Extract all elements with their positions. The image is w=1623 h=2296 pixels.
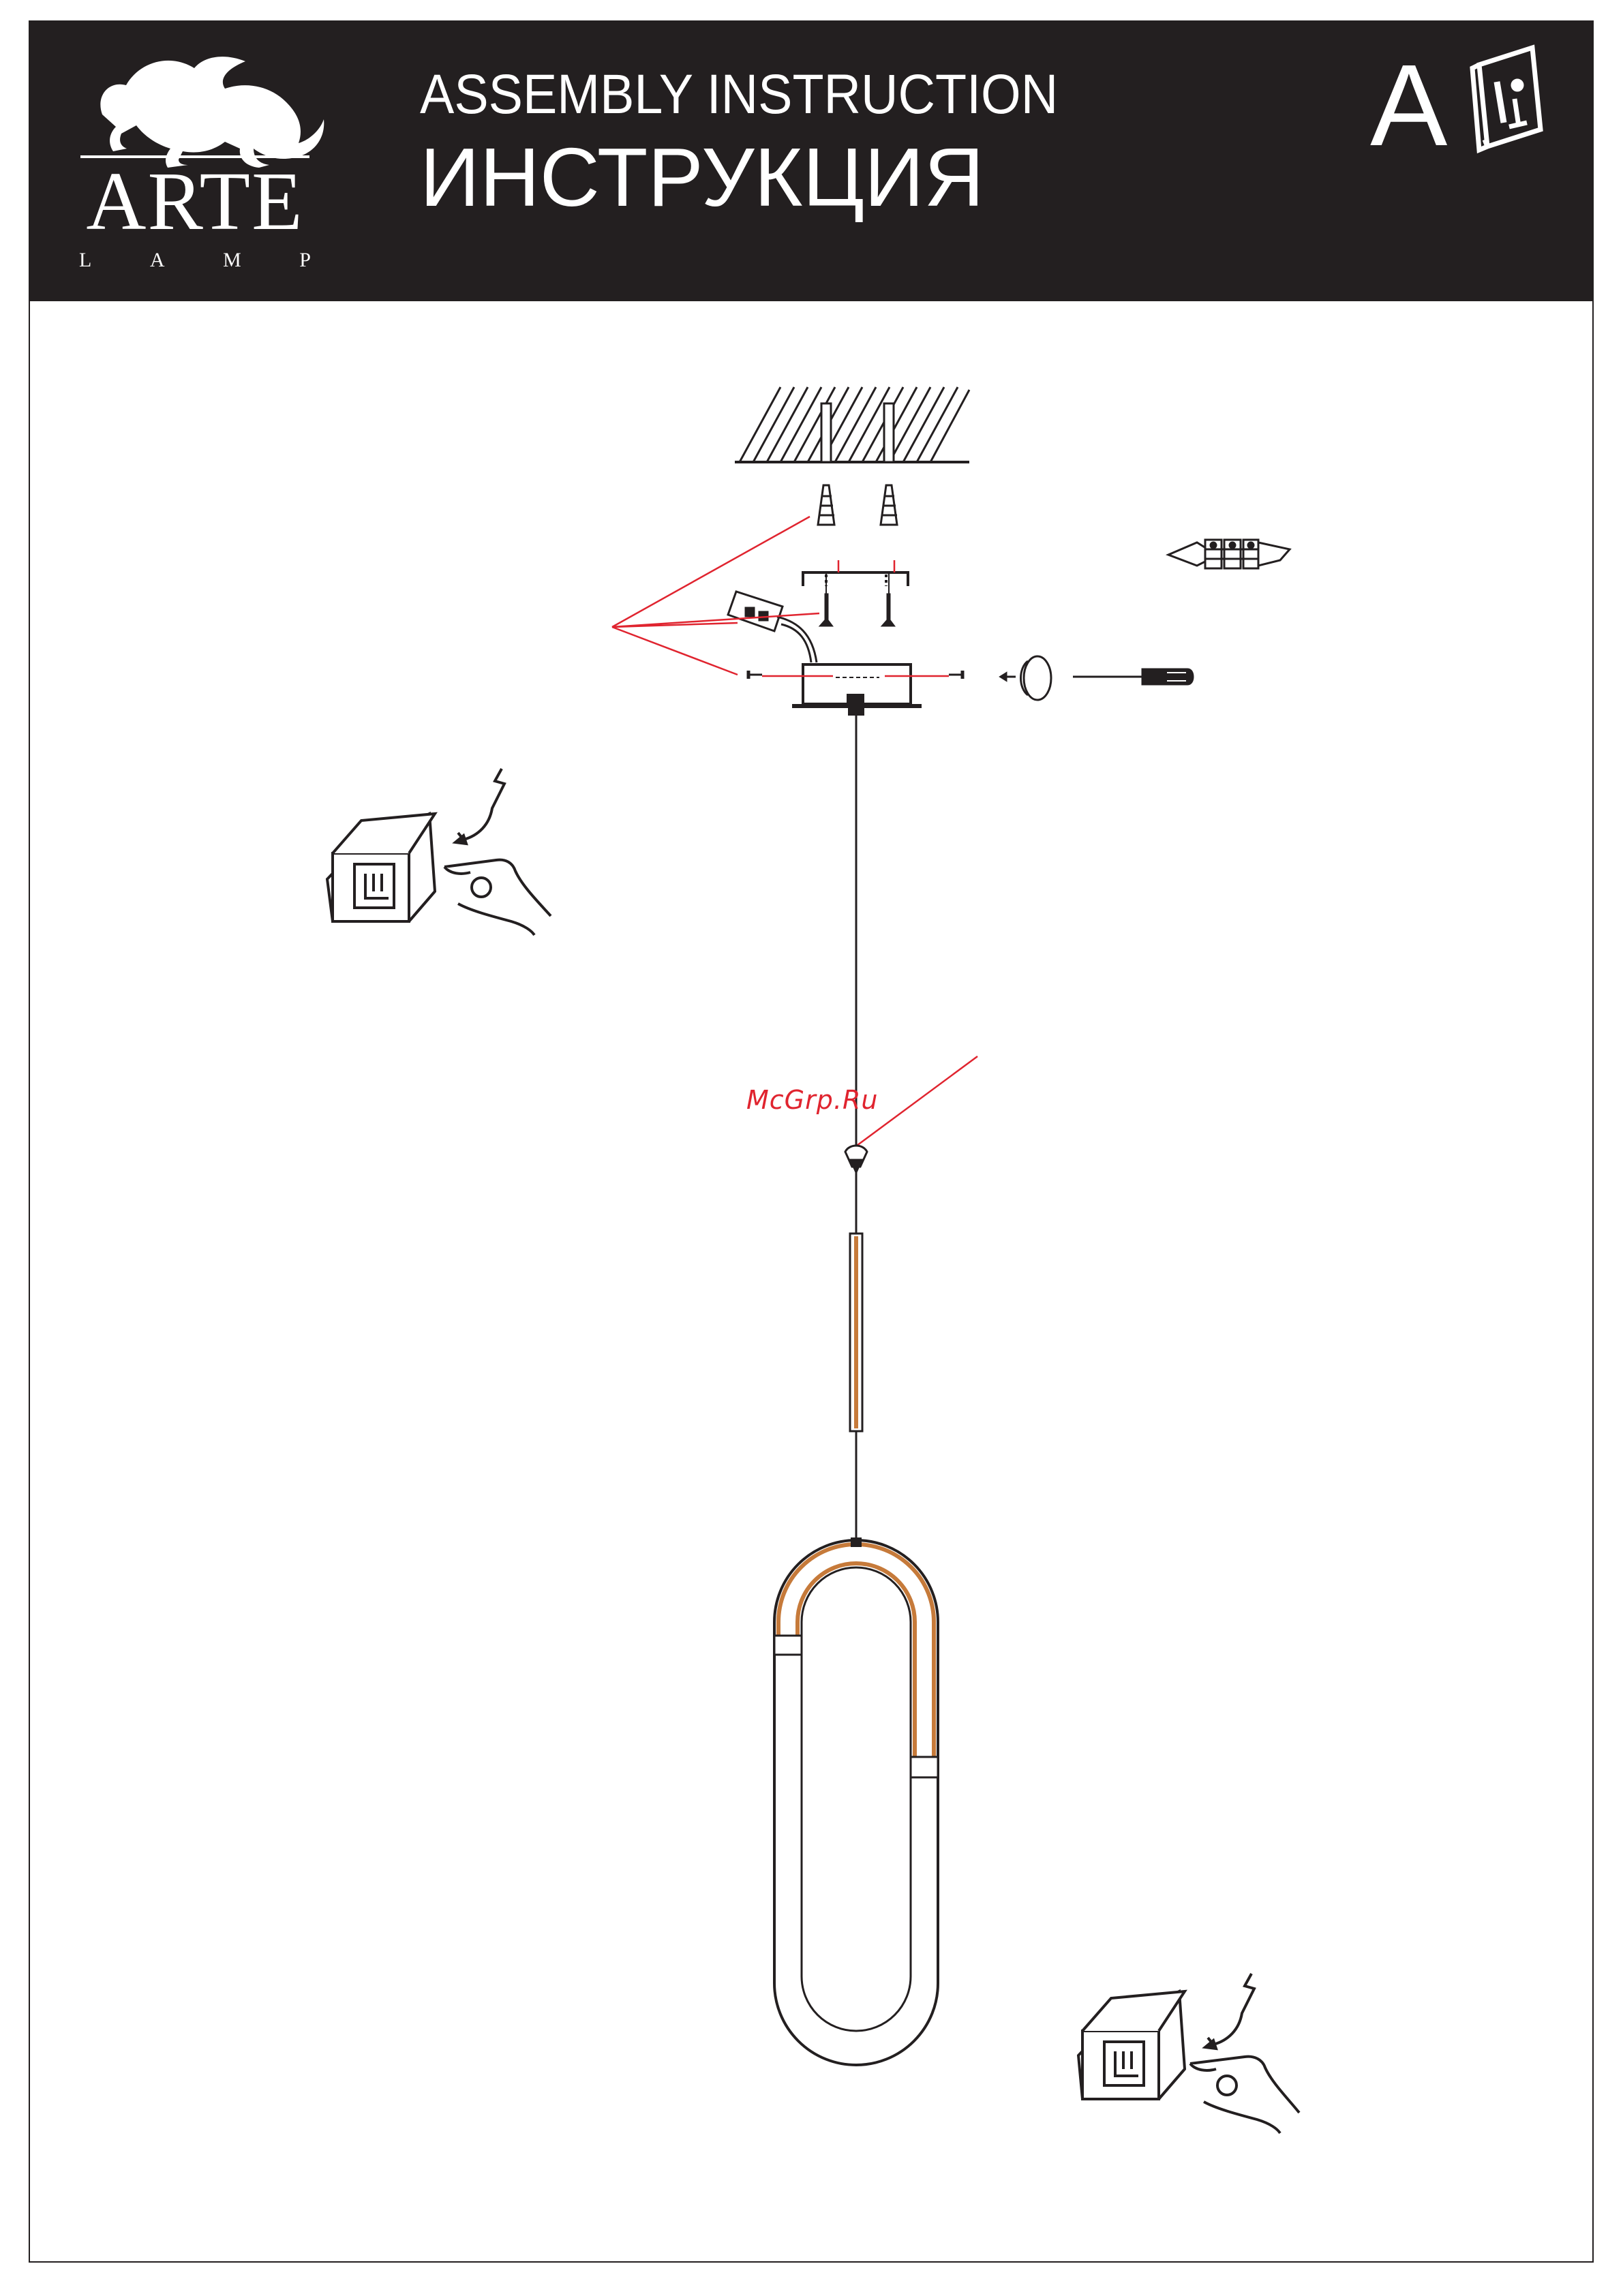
wall-plug-icon xyxy=(818,485,897,525)
lamp-loop xyxy=(774,1537,938,2065)
lamp-rod xyxy=(850,1234,862,1431)
ceiling-hatch xyxy=(735,387,969,462)
brand-name: ARTE xyxy=(79,160,311,243)
brand-sub-letter: P xyxy=(299,249,311,272)
canopy xyxy=(792,664,922,714)
power-switch-off-icon xyxy=(327,769,551,935)
instruction-manual-icon xyxy=(1472,48,1541,150)
callout-lines xyxy=(612,517,977,1153)
power-switch-on-icon xyxy=(1078,1974,1299,2133)
title-english: ASSEMBLY INSTRUCTION xyxy=(420,63,1058,127)
screwdriver-icon xyxy=(1073,669,1193,684)
brand-subtitle: L A M P xyxy=(79,249,311,272)
griffin-logo-icon xyxy=(80,57,324,168)
screw-icon xyxy=(821,572,894,626)
section-letter: A xyxy=(1370,48,1447,164)
brand-sub-letter: L xyxy=(79,249,91,272)
cable-grip-icon xyxy=(845,1146,867,1172)
watermark: McGrp.Ru xyxy=(746,1085,878,1115)
brand-sub-letter: M xyxy=(223,249,241,272)
terminal-block-icon xyxy=(728,592,817,662)
mounting-bracket xyxy=(803,572,908,586)
title-russian: ИНСТРУКЦИЯ xyxy=(420,129,984,225)
cap-icon xyxy=(1001,656,1051,700)
wire-connector-icon xyxy=(1168,540,1290,568)
brand-sub-letter: A xyxy=(150,249,165,272)
